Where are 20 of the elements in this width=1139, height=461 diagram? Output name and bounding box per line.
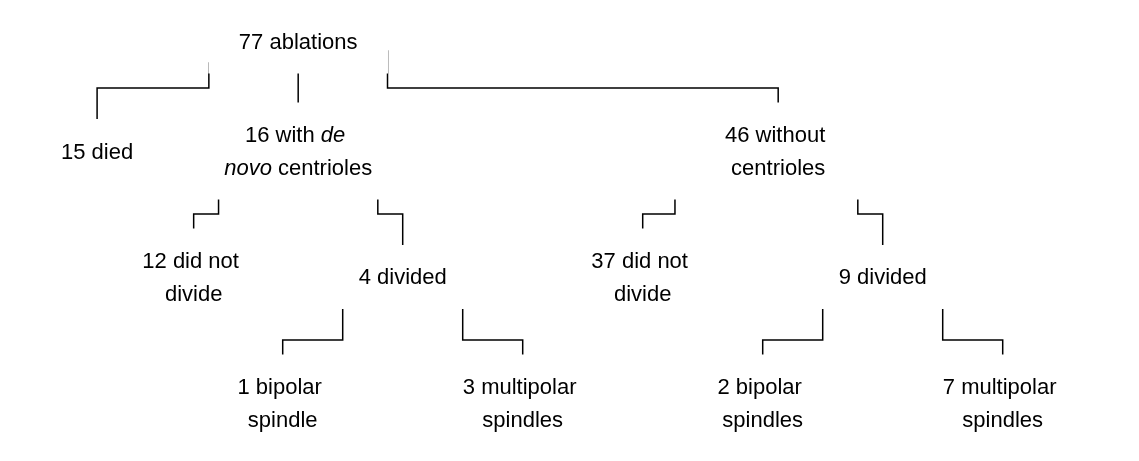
- connector: [642, 198, 676, 230]
- connector: [193, 198, 220, 230]
- node-text: 46 without centrioles: [725, 122, 826, 180]
- node-text: 2 bipolar spindles: [717, 374, 804, 432]
- connector: [297, 72, 300, 104]
- node-text: 16 with de novo centrioles: [224, 122, 373, 180]
- node-text: 7 multipolar spindles: [942, 374, 1057, 432]
- node-text: 37 did not divide: [591, 248, 689, 306]
- node-text: 1 bipolar spindle: [237, 374, 322, 432]
- node-text: 15 died: [61, 138, 134, 164]
- connector: [377, 198, 404, 247]
- connector: [282, 307, 344, 356]
- connector: [942, 307, 1004, 356]
- connector: [462, 307, 524, 356]
- connector: [857, 198, 884, 247]
- node-text: 4 divided: [358, 264, 447, 290]
- node-text: 3 multipolar spindles: [462, 374, 577, 432]
- connector: [762, 307, 824, 356]
- node-text: 12 did not divide: [142, 248, 240, 306]
- node-text: 9 divided: [838, 264, 927, 290]
